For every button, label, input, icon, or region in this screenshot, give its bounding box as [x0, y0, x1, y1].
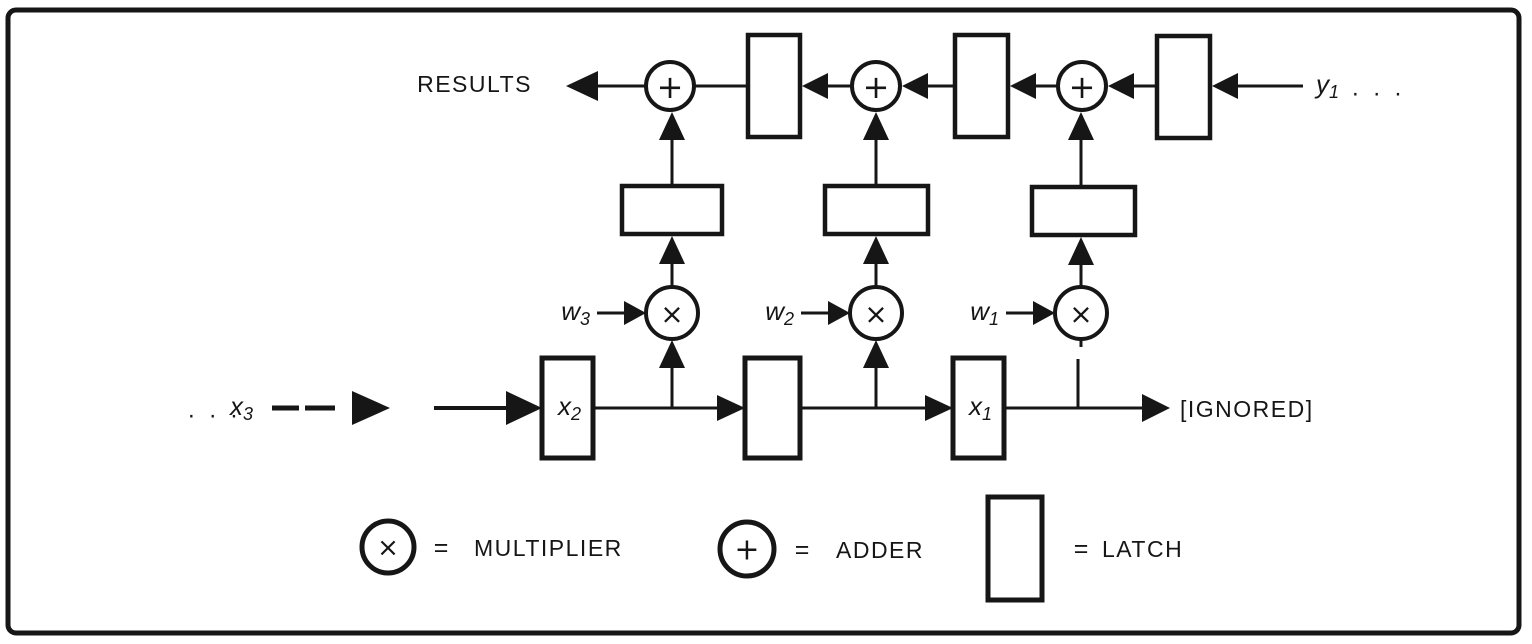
arrowhead-into-adder2-bottom-icon — [863, 112, 889, 140]
legend-multiplier-label: MULTIPLIER — [474, 535, 623, 561]
arrowhead-into-latchA-icon — [659, 236, 685, 264]
multiply-icon: × — [864, 298, 887, 331]
legend-latch-equals: = — [1074, 535, 1089, 563]
arrowhead-into-adder3-bottom-icon — [1068, 112, 1094, 140]
figure-border — [5, 7, 1522, 636]
ignored-arrowhead-icon — [1142, 394, 1170, 422]
x-input-label: x3 — [228, 391, 253, 424]
legend-latch-label: LATCH — [1102, 536, 1183, 562]
arrowhead-into-latch3-icon — [1212, 73, 1238, 99]
dashed-arrowhead-icon — [352, 391, 390, 425]
y-input-label: y1 — [1314, 69, 1339, 102]
arrowhead-into-adder1-icon — [659, 112, 685, 140]
weight-label-w1: w1 — [970, 296, 999, 329]
w2-arrowhead-icon — [828, 301, 850, 325]
y-input-ellipsis: . . . — [1352, 75, 1405, 102]
latch-mid-3 — [1029, 184, 1138, 238]
legend-multiplier-equals: = — [434, 534, 449, 562]
multiply-icon: × — [660, 298, 683, 331]
plus-icon: + — [734, 533, 759, 568]
latch-top-3 — [1154, 33, 1213, 141]
shift-cell-x1 — [950, 355, 1007, 461]
arrowhead-into-latch2-icon — [1010, 73, 1036, 99]
w1-arrowhead-icon — [1033, 301, 1055, 325]
legend-adder-equals: = — [795, 536, 810, 564]
weight-label-w2: w2 — [765, 296, 794, 329]
legend-adder-circle — [717, 519, 777, 579]
plus-icon: + — [863, 68, 890, 106]
latch-mid-2 — [822, 183, 931, 237]
adder-2-circle — [850, 60, 902, 112]
plus-icon: + — [657, 68, 684, 106]
legend-multiplier-circle — [359, 518, 417, 576]
multiply-icon: × — [1069, 298, 1092, 331]
legend-latch-rect — [985, 494, 1045, 603]
arrowhead-into-x1-icon — [925, 395, 953, 421]
latch-mid-1 — [619, 183, 725, 237]
cell-x2-label: x2 — [556, 391, 581, 424]
ignored-label: [IGNORED] — [1180, 396, 1314, 422]
legend-adder-label: ADDER — [836, 537, 924, 563]
arrowhead-into-mult1-icon — [659, 340, 685, 368]
arrowhead-into-x2-icon — [506, 391, 542, 425]
arrowhead-into-mid-cell-icon — [717, 395, 745, 421]
arrowhead-into-adder2-icon — [902, 73, 928, 99]
x-input-ellipsis: . . . — [188, 397, 241, 424]
w3-arrowhead-icon — [624, 301, 646, 325]
latch-top-1 — [745, 32, 803, 140]
adder-3-circle — [1056, 60, 1108, 112]
plus-icon: + — [1069, 68, 1096, 106]
arrowhead-into-latch1-icon — [802, 73, 828, 99]
arrowhead-into-latchB-icon — [863, 236, 889, 264]
results-label: RESULTS — [417, 71, 532, 97]
multiply-icon: × — [377, 533, 399, 563]
arrowhead-into-latchC-icon — [1068, 237, 1094, 265]
arrowhead-into-adder3-icon — [1108, 73, 1134, 99]
shift-cell-mid — [742, 355, 803, 461]
latch-top-2 — [952, 32, 1011, 140]
results-arrowhead-icon — [566, 71, 598, 101]
weight-label-w3: w3 — [561, 296, 590, 329]
arrowhead-into-mult2-icon — [863, 340, 889, 368]
cell-x1-label: x1 — [967, 391, 992, 424]
